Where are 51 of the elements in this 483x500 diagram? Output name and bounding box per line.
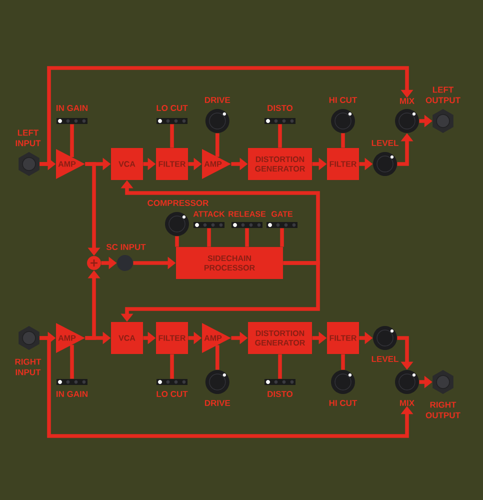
slider-label: LO CUT — [156, 391, 188, 397]
knob-label: DRIVE — [204, 97, 230, 103]
jack-label: LEFT OUTPUT — [426, 86, 460, 104]
process-box: FILTER — [156, 322, 188, 354]
knob-label: MIX — [400, 400, 414, 406]
control-line — [215, 345, 220, 370]
process-box: SIDECHAIN PROCESSOR — [176, 247, 283, 279]
process-box: VCA — [111, 148, 143, 180]
knob-label: DRIVE — [204, 400, 230, 406]
amplifier-triangle: AMP — [56, 323, 85, 353]
jack-label: RIGHT INPUT — [15, 358, 42, 376]
amplifier-triangle: AMP — [202, 323, 231, 353]
slider-label: DISTO — [268, 391, 293, 397]
jack-label: LEFT INPUT — [16, 130, 41, 146]
process-box: VCA — [111, 322, 143, 354]
process-box: DISTORTION GENERATOR — [248, 148, 312, 180]
control-line — [170, 124, 174, 148]
slider-label: ATTACK — [193, 211, 225, 217]
control-line — [70, 344, 74, 379]
slider-label: LO CUT — [156, 105, 188, 111]
control-line — [341, 354, 345, 370]
slider-label: IN GAIN — [56, 105, 88, 111]
slider-label: DISTO — [268, 105, 293, 111]
control-line — [341, 133, 345, 148]
slider-label: GATE — [272, 211, 292, 217]
control-line — [175, 236, 179, 247]
knob-label: LEVEL — [372, 356, 398, 362]
process-box: FILTER — [156, 148, 188, 180]
slider-label: IN GAIN — [56, 391, 88, 397]
control-line — [170, 354, 174, 379]
jack-label: RIGHT OUTPUT — [426, 402, 460, 418]
control-line — [278, 354, 282, 379]
knob-label: HI CUT — [329, 97, 358, 103]
knob-label: LEVEL — [372, 140, 398, 146]
control-line — [278, 124, 282, 148]
control-line — [280, 228, 284, 247]
amplifier-triangle: AMP — [202, 149, 231, 179]
knob-label: COMPRESSOR — [148, 200, 209, 206]
process-box: DISTORTION GENERATOR — [248, 322, 312, 354]
amplifier-triangle: AMP — [56, 149, 85, 179]
process-box: FILTER — [327, 322, 359, 354]
process-box: FILTER — [327, 148, 359, 180]
control-line — [215, 133, 220, 157]
arrow — [40, 66, 414, 166]
knob-label: HI CUT — [329, 400, 358, 406]
control-line — [207, 228, 211, 247]
control-line — [70, 124, 74, 158]
jack-label: SC INPUT — [106, 244, 146, 250]
control-line — [245, 228, 249, 247]
slider-label: RELEASE — [228, 211, 266, 217]
knob-label: MIX — [400, 98, 414, 104]
